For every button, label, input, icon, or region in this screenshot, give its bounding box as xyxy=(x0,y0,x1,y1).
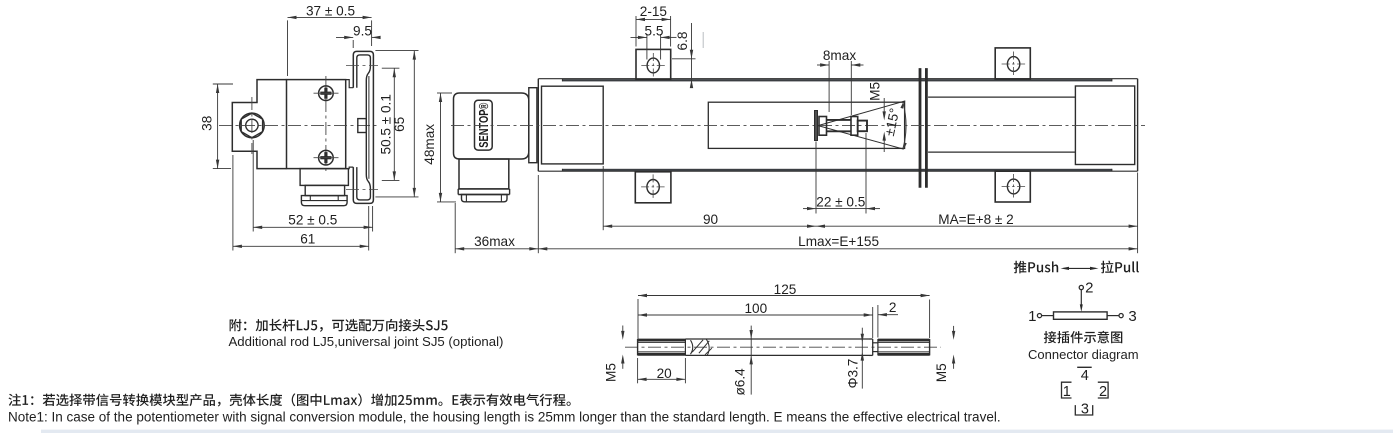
svg-text:9.5: 9.5 xyxy=(353,23,372,38)
svg-text:SENTOP®: SENTOP® xyxy=(477,102,491,148)
svg-text:5.5: 5.5 xyxy=(645,23,664,38)
svg-text:2: 2 xyxy=(1085,279,1093,296)
svg-text:MA=E+8 ± 2: MA=E+8 ± 2 xyxy=(938,212,1013,227)
svg-text:3: 3 xyxy=(1081,401,1089,417)
svg-text:M5: M5 xyxy=(934,363,949,382)
svg-text:20: 20 xyxy=(657,366,673,381)
svg-text:48max: 48max xyxy=(422,124,437,165)
svg-text:4: 4 xyxy=(1081,368,1089,384)
svg-text:38: 38 xyxy=(199,116,214,131)
svg-text:ø6.4: ø6.4 xyxy=(733,368,748,396)
svg-text:36max: 36max xyxy=(474,234,515,249)
svg-text:M5: M5 xyxy=(867,82,882,101)
svg-text:37 ± 0.5: 37 ± 0.5 xyxy=(306,4,355,19)
svg-text:Connector diagram: Connector diagram xyxy=(1028,347,1139,362)
svg-text:3: 3 xyxy=(1128,308,1136,325)
svg-text:2: 2 xyxy=(889,300,897,315)
svg-text:52 ± 0.5: 52 ± 0.5 xyxy=(288,213,337,228)
svg-text:2: 2 xyxy=(1099,384,1107,400)
svg-text:8max: 8max xyxy=(823,48,856,63)
svg-text:Lmax=E+155: Lmax=E+155 xyxy=(798,234,879,249)
svg-text:61: 61 xyxy=(300,232,315,247)
svg-text:Note1: In case of the potentio: Note1: In case of the potentiometer with… xyxy=(8,409,1001,424)
svg-text:6.8: 6.8 xyxy=(675,32,690,51)
svg-text:2-15: 2-15 xyxy=(640,4,667,19)
svg-text:50.5 ± 0.1: 50.5 ± 0.1 xyxy=(378,94,393,154)
svg-text:65: 65 xyxy=(392,117,407,132)
svg-text:M5: M5 xyxy=(604,363,619,382)
svg-text:1: 1 xyxy=(1028,308,1036,325)
svg-text:±15°: ±15° xyxy=(882,107,903,138)
svg-text:22 ± 0.5: 22 ± 0.5 xyxy=(816,194,865,209)
svg-text:100: 100 xyxy=(744,301,767,316)
svg-text:90: 90 xyxy=(703,212,719,227)
svg-text:1: 1 xyxy=(1063,384,1071,400)
svg-text:Additional rod LJ5,universal j: Additional rod LJ5,universal joint SJ5 (… xyxy=(229,334,504,349)
svg-text:Φ3.7: Φ3.7 xyxy=(845,359,860,389)
svg-text:125: 125 xyxy=(774,282,797,297)
